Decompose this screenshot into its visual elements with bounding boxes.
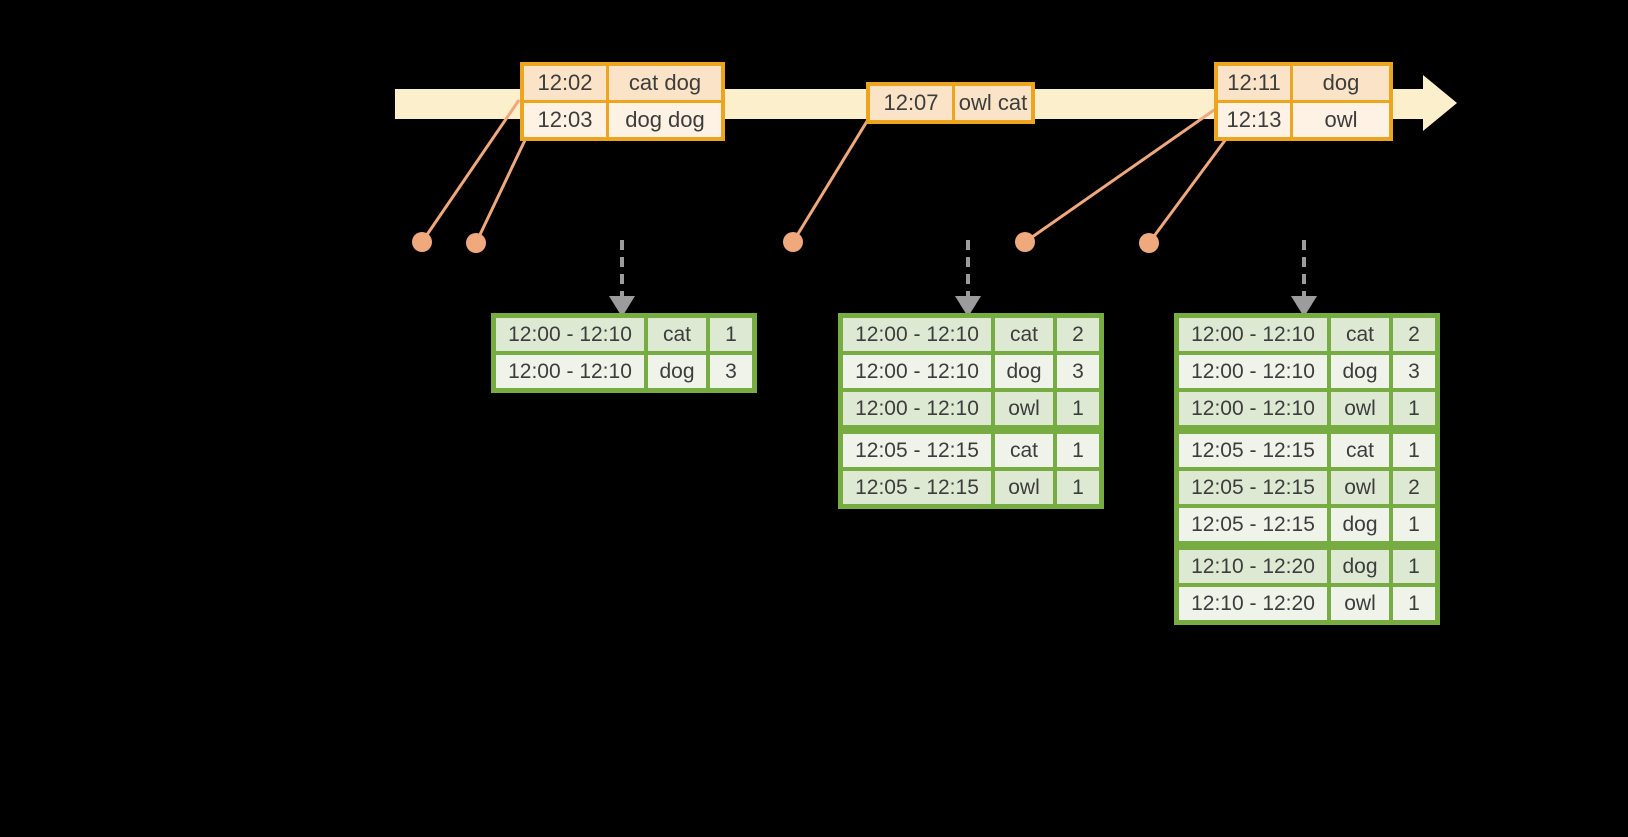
window-cell: 12:05 - 12:15: [843, 434, 991, 467]
word-cell: owl: [1331, 471, 1389, 504]
event-connector-line: [474, 137, 528, 244]
table-row: 12:00 - 12:10 cat 2: [1179, 318, 1435, 351]
window-cell: 12:00 - 12:10: [1179, 392, 1327, 425]
word-cell: owl: [1331, 392, 1389, 425]
event-row: 12:02 cat dog: [524, 66, 721, 100]
window-cell: 12:00 - 12:10: [496, 355, 644, 388]
window-cell: 12:05 - 12:15: [1179, 508, 1327, 541]
window-cell: 12:10 - 12:20: [1179, 550, 1327, 583]
table-row: 12:05 - 12:15 owl 1: [843, 471, 1099, 504]
table-row: 12:05 - 12:15 cat 1: [843, 434, 1099, 467]
event-connector-line: [1147, 138, 1228, 244]
table-row: 12:10 - 12:20 dog 1: [1179, 550, 1435, 583]
event-words: owl cat: [955, 86, 1031, 120]
event-connector-line: [1024, 106, 1218, 244]
result-table-1: 12:00 - 12:10 cat 1 12:00 - 12:10 dog 3: [491, 313, 757, 393]
event-box-2: 12:07 owl cat: [866, 82, 1035, 124]
table-row: 12:00 - 12:10 owl 1: [843, 392, 1099, 425]
table-row: 12:00 - 12:10 cat 1: [496, 318, 752, 351]
count-cell: 2: [1393, 471, 1435, 504]
count-cell: 1: [1393, 508, 1435, 541]
event-words: owl: [1293, 103, 1389, 137]
event-time: 12:11: [1218, 66, 1290, 100]
window-cell: 12:05 - 12:15: [843, 471, 991, 504]
event-box-1: 12:02 cat dog 12:03 dog dog: [520, 62, 725, 141]
table-row: 12:00 - 12:10 cat 2: [843, 318, 1099, 351]
table-row: 12:05 - 12:15 dog 1: [1179, 508, 1435, 541]
count-cell: 1: [1393, 392, 1435, 425]
count-cell: 2: [1393, 318, 1435, 351]
count-cell: 1: [1057, 434, 1099, 467]
count-cell: 1: [710, 318, 752, 351]
word-cell: cat: [648, 318, 706, 351]
table-row: 12:00 - 12:10 dog 3: [1179, 355, 1435, 388]
word-cell: dog: [1331, 355, 1389, 388]
table-row: 12:00 - 12:10 dog 3: [843, 355, 1099, 388]
count-cell: 1: [1057, 392, 1099, 425]
window-cell: 12:00 - 12:10: [843, 318, 991, 351]
count-cell: 1: [1393, 587, 1435, 620]
event-time: 12:02: [524, 66, 606, 100]
event-time-dot: [1139, 233, 1159, 253]
event-time-dot: [1015, 232, 1035, 252]
table-row: 12:05 - 12:15 cat 1: [1179, 434, 1435, 467]
event-time-dot: [412, 232, 432, 252]
count-cell: 3: [710, 355, 752, 388]
event-words: cat dog: [609, 66, 721, 100]
window-cell: 12:00 - 12:10: [843, 392, 991, 425]
table-row: 12:00 - 12:10 owl 1: [1179, 392, 1435, 425]
word-cell: cat: [1331, 434, 1389, 467]
event-row: 12:03 dog dog: [524, 103, 721, 137]
event-row: 12:07 owl cat: [870, 86, 1031, 120]
count-cell: 1: [1393, 434, 1435, 467]
window-cell: 12:00 - 12:10: [496, 318, 644, 351]
event-connector-line: [420, 99, 521, 243]
word-cell: dog: [1331, 508, 1389, 541]
trigger-arrow-head-icon: [609, 296, 635, 317]
word-cell: owl: [1331, 587, 1389, 620]
event-time: 12:07: [870, 86, 952, 120]
window-cell: 12:05 - 12:15: [1179, 471, 1327, 504]
table-row: 12:05 - 12:15 owl 2: [1179, 471, 1435, 504]
event-words: dog: [1293, 66, 1389, 100]
event-time-dot: [466, 233, 486, 253]
count-cell: 1: [1057, 471, 1099, 504]
result-table-2: 12:00 - 12:10 cat 2 12:00 - 12:10 dog 3 …: [838, 313, 1104, 509]
word-cell: owl: [995, 471, 1053, 504]
event-time-dot: [783, 232, 803, 252]
count-cell: 1: [1393, 550, 1435, 583]
table-row: 12:10 - 12:20 owl 1: [1179, 587, 1435, 620]
event-box-3: 12:11 dog 12:13 owl: [1214, 62, 1393, 141]
event-connector-line: [791, 117, 871, 243]
word-cell: cat: [1331, 318, 1389, 351]
trigger-arrow-head-icon: [1291, 296, 1317, 317]
event-time: 12:13: [1218, 103, 1290, 137]
window-cell: 12:10 - 12:20: [1179, 587, 1327, 620]
event-row: 12:13 owl: [1218, 103, 1389, 137]
window-cell: 12:00 - 12:10: [843, 355, 991, 388]
event-time: 12:03: [524, 103, 606, 137]
result-table-3: 12:00 - 12:10 cat 2 12:00 - 12:10 dog 3 …: [1174, 313, 1440, 625]
word-cell: dog: [648, 355, 706, 388]
word-cell: dog: [1331, 550, 1389, 583]
word-cell: dog: [995, 355, 1053, 388]
window-cell: 12:05 - 12:15: [1179, 434, 1327, 467]
word-cell: cat: [995, 434, 1053, 467]
word-cell: cat: [995, 318, 1053, 351]
trigger-arrow-head-icon: [955, 296, 981, 317]
word-cell: owl: [995, 392, 1053, 425]
window-cell: 12:00 - 12:10: [1179, 355, 1327, 388]
event-row: 12:11 dog: [1218, 66, 1389, 100]
count-cell: 2: [1057, 318, 1099, 351]
window-cell: 12:00 - 12:10: [1179, 318, 1327, 351]
count-cell: 3: [1057, 355, 1099, 388]
table-row: 12:00 - 12:10 dog 3: [496, 355, 752, 388]
count-cell: 3: [1393, 355, 1435, 388]
event-words: dog dog: [609, 103, 721, 137]
timeline-arrow-head: [1423, 75, 1457, 131]
